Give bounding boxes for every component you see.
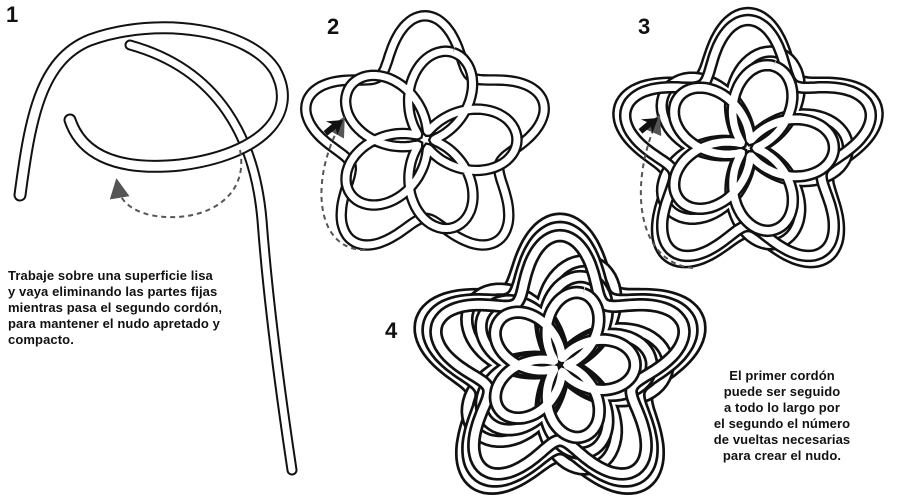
arrow-icon [638,118,658,134]
caption-left-line: mientras pasa el segundo cordón, [8,300,223,315]
step-number-3: 3 [638,14,651,39]
caption-right-line: el segundo el número [713,416,851,431]
caption-right-line: puede ser seguido [723,384,841,399]
step-number-2: 2 [327,14,340,39]
step-number-1: 1 [6,2,19,27]
step-2-figure [300,10,550,251]
cord-strand-fill [431,231,689,478]
step-number-4: 4 [385,318,398,343]
caption-right: El primer cordón puede ser seguido a tod… [670,368,894,464]
caption-left: Trabaje sobre una superficie lisa y vaya… [8,268,222,348]
dashed-guide-arrow [109,149,243,219]
caption-right-line: El primer cordón [729,368,835,383]
step-3-figure [612,6,884,269]
step-1-figure [13,21,298,476]
caption-right-line: de vueltas necesarias [713,432,851,447]
caption-left-line: para mantener el nudo apretado y [8,316,220,331]
dashed-guide-arrow [320,116,366,251]
step-4-figure [413,212,707,495]
cord-strand-fill [670,61,838,235]
caption-left-line: compacto. [8,332,74,347]
caption-right-line: a todo lo largo por [723,400,840,415]
caption-left-line: y vaya eliminando las partes fijas [8,284,218,299]
caption-right-line: para crear el nudo. [722,448,842,463]
caption-left-line: Trabaje sobre una superficie lisa [8,268,213,283]
dashed-guide-arrow [639,113,694,269]
arrow-icon [323,120,343,136]
cord-strand-fill [491,288,640,442]
cord-strand-fill [342,47,521,233]
